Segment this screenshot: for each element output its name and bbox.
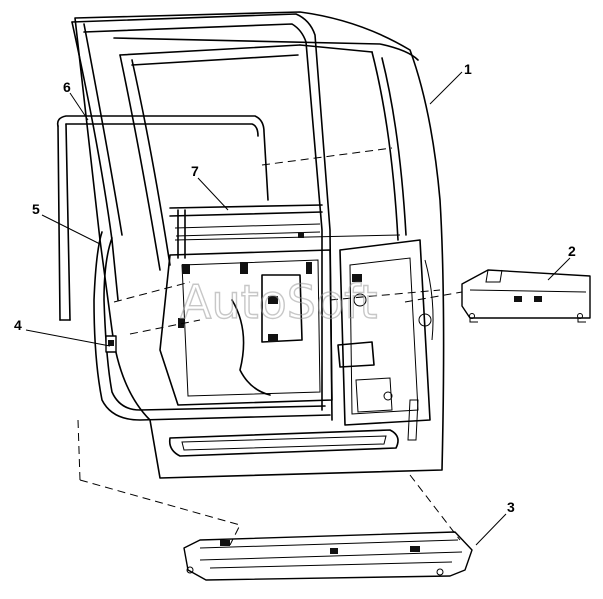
watermark-text: AutoSoft [180, 275, 378, 329]
door-panel-part-1 [71, 11, 445, 479]
callout-1: 1 [464, 61, 472, 77]
glass-guide-part-7 [177, 209, 186, 259]
leader-lines [25, 71, 571, 546]
callout-4: 4 [14, 317, 22, 333]
sill-bracket-part-3 [183, 531, 473, 581]
control-module-part-2 [461, 269, 591, 323]
callout-6: 6 [63, 79, 71, 95]
clip-part-4 [105, 335, 117, 353]
callout-2: 2 [568, 243, 576, 259]
door-seal-part-5 [93, 231, 331, 421]
callout-7: 7 [191, 163, 199, 179]
callout-3: 3 [507, 499, 515, 515]
callout-5: 5 [32, 201, 40, 217]
assembly-dashed-lines [77, 147, 463, 546]
